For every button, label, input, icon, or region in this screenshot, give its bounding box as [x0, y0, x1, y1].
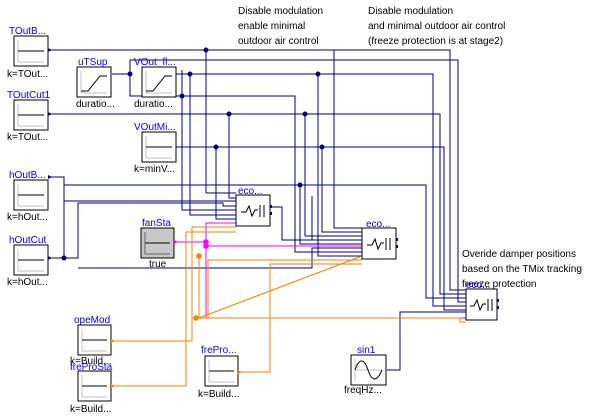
block-icon	[235, 194, 271, 227]
junction-dot	[203, 239, 209, 245]
connection-line	[216, 146, 362, 233]
connection-line	[387, 311, 466, 371]
connection-line	[300, 184, 466, 299]
junction-dot	[302, 111, 308, 117]
annotation-override-damper: Overide damper positions based on the TM…	[462, 249, 585, 290]
block-TOutCut1[interactable]: TOutCut1 k=TOut...	[7, 90, 52, 143]
connection-line	[112, 231, 236, 387]
block-name: TOutCut1	[7, 90, 51, 101]
junction-dot	[226, 111, 232, 117]
junction-dot	[127, 71, 133, 77]
block-param: duratio...	[134, 99, 173, 110]
junction-dot	[179, 93, 185, 99]
block-eco1[interactable]: eco...	[235, 186, 272, 227]
connection-line	[176, 146, 236, 220]
block-name: freProSta	[70, 362, 113, 373]
connection-line	[322, 146, 466, 311]
connection-line	[112, 59, 466, 303]
block-hOutBou[interactable]: hOutB... k=hOut...	[7, 170, 52, 223]
block-name: hOutB...	[9, 170, 46, 181]
block-name: eco...	[238, 186, 262, 197]
block-name: frePro...	[201, 345, 237, 356]
connection-line	[198, 255, 363, 319]
block-uTSup[interactable]: uTSup duratio...	[76, 57, 115, 110]
real-connections	[50, 49, 466, 371]
block-param: k=Build...	[70, 404, 111, 415]
block-name: eco...	[466, 280, 490, 291]
block-param: k=TOut...	[7, 69, 48, 80]
connection-line	[206, 49, 362, 229]
connection-line	[50, 176, 236, 202]
connection-line	[181, 193, 236, 211]
block-frePro[interactable]: frePro... k=Build...	[198, 345, 242, 400]
block-param: k=hOut...	[7, 212, 48, 223]
boolean-connections	[174, 222, 466, 319]
junction-dot	[203, 47, 209, 53]
connection-line	[190, 73, 362, 257]
junction-dot	[213, 144, 219, 150]
block-name: sin1	[357, 345, 376, 356]
annotation-disable-modulation: Disable modulation enable minimal outdoo…	[238, 6, 326, 47]
block-param: k=Build...	[198, 389, 239, 400]
block-param: k=TOut...	[7, 132, 48, 143]
block-param: true	[149, 259, 167, 270]
block-icon	[141, 66, 177, 98]
connection-line	[50, 49, 466, 291]
block-VOutMin[interactable]: VOutMi... k=minV...	[134, 122, 177, 175]
junction-dot	[319, 144, 325, 150]
block-eco2[interactable]: eco...	[361, 219, 398, 260]
annotation-freeze-protection-stage2: Disable modulation and minimal outdoor a…	[368, 6, 508, 47]
junction-dot	[196, 253, 202, 259]
connection-line	[50, 202, 236, 259]
connection-line	[182, 95, 362, 253]
block-icon	[76, 66, 112, 98]
block-sin1[interactable]: sin1 freqHz...	[344, 345, 387, 396]
connection-line	[270, 206, 362, 241]
junctions	[61, 47, 325, 261]
block-name: TOutB...	[9, 26, 46, 37]
block-name: opeMod	[74, 315, 110, 326]
block-param: freqHz...	[344, 385, 382, 396]
block-param: k=Build...	[70, 356, 111, 367]
block-param: duratio...	[76, 99, 115, 110]
connection-line	[228, 193, 236, 199]
block-hOutCut[interactable]: hOutCut k=hOut...	[7, 235, 52, 288]
connection-line	[78, 247, 362, 269]
block-param: k=minV...	[134, 164, 175, 175]
junction-dot	[187, 71, 193, 77]
junction-dot	[193, 315, 199, 321]
junction-dot	[297, 182, 303, 188]
block-TOutBou[interactable]: TOutB... k=TOut...	[7, 26, 52, 80]
junction-dot	[315, 71, 321, 77]
connection-line	[196, 317, 466, 323]
connection-line	[318, 73, 466, 307]
block-freProSta[interactable]: freProSta k=Build...	[70, 362, 115, 415]
block-icon	[361, 227, 397, 260]
integer-connections	[112, 226, 466, 387]
block-param: k=hOut...	[7, 277, 48, 288]
block-fanSta[interactable]: fanSta true	[140, 218, 178, 270]
block-opeMod[interactable]: opeMod k=Build...	[70, 315, 115, 367]
junction-dot	[203, 243, 209, 249]
block-eco3[interactable]: eco...	[465, 280, 499, 321]
block-name: uTSup	[78, 57, 108, 68]
connection-line	[112, 226, 236, 342]
connection-line	[205, 246, 466, 319]
block-name: fanSta	[142, 218, 171, 229]
block-name: eco...	[366, 219, 390, 230]
block-name: VOutMi...	[134, 122, 176, 133]
connection-line	[50, 113, 466, 295]
block-name: VOut_fl...	[134, 57, 176, 68]
connection-line	[64, 184, 362, 245]
junction-dot	[61, 255, 67, 261]
block-VOutFlo[interactable]: VOut_fl... duratio...	[134, 57, 177, 110]
block-name: hOutCut	[9, 235, 46, 246]
connection-line	[176, 73, 236, 216]
